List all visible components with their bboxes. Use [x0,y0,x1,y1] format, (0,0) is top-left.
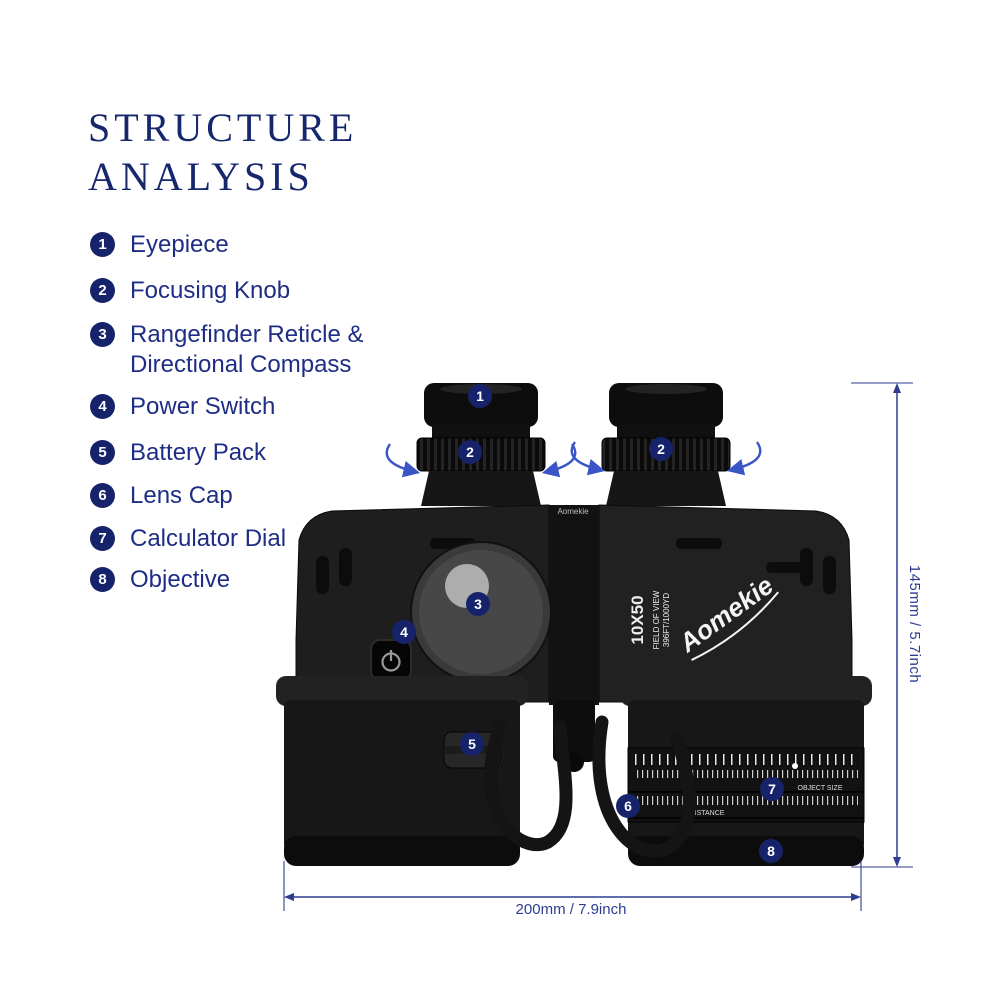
legend-label: Rangefinder Reticle & Directional Compas… [130,321,364,378]
callout-calculator-dial: 7 [760,777,784,801]
hinge-brand-text: Aomekie [557,507,589,516]
callout-battery-pack: 5 [460,732,484,756]
spec-fov-label-text: FIELD OF VIEW [652,590,661,649]
dimension-lines [283,382,913,911]
legend-item-battery-pack: 5 Battery Pack [90,438,266,468]
legend-label: Eyepiece [130,231,229,258]
right-objective-barrel: OBJECT SIZE DISTANCE [620,676,872,866]
calculator-dial: OBJECT SIZE DISTANCE [627,747,865,823]
callout-focusing-knob-left: 2 [458,440,482,464]
legend-badge: 6 [90,483,115,508]
callout-focusing-knob-right: 2 [649,437,673,461]
legend-label: Focusing Knob [130,277,291,304]
power-icon [381,650,401,672]
height-dimension-label: 145mm / 5.7inch [906,564,923,684]
legend-label: Lens Cap [130,482,233,509]
spec-text: 10X50 FIELD OF VIEW 396FT/1000YD [628,590,671,649]
legend-item-lens-cap: 6 Lens Cap [90,481,233,511]
legend-badge: 3 [90,322,115,347]
lens-cap-straps [484,715,696,858]
dial-object-size-label: OBJECT SIZE [798,785,843,792]
dial-index-dot [792,763,798,769]
legend-badge: 2 [90,278,115,303]
legend-item-rangefinder-compass: 3 Rangefinder Reticle & Directional Comp… [90,320,375,380]
legend-item-calculator-dial: 7 Calculator Dial [90,524,286,554]
legend-badge: 7 [90,526,115,551]
legend-item-objective: 8 Objective [90,565,230,595]
legend-item-focusing-knob: 2 Focusing Knob [90,276,290,306]
legend-badge: 4 [90,394,115,419]
page-title: STRUCTURE ANALYSIS [88,103,357,201]
page-title-line2: ANALYSIS [88,154,314,199]
power-switch [370,639,412,681]
callout-lens-cap: 6 [616,794,640,818]
legend-label: Calculator Dial [130,525,287,552]
legend-item-eyepiece: 1 Eyepiece [90,230,229,260]
width-dimension-label: 200mm / 7.9inch [515,901,627,918]
page-title-line1: STRUCTURE [88,105,358,150]
legend-label: Battery Pack [130,439,267,466]
legend-badge: 8 [90,567,115,592]
legend-badge: 5 [90,440,115,465]
callout-power-switch: 4 [392,620,416,644]
dial-distance-label: DISTANCE [690,810,725,817]
legend-badge: 1 [90,232,115,257]
legend-label: Power Switch [130,393,276,420]
spec-fov-value-text: 396FT/1000YD [662,593,671,647]
legend-label: Objective [130,566,231,593]
callout-eyepiece: 1 [468,384,492,408]
callout-compass: 3 [466,592,490,616]
callout-objective: 8 [759,839,783,863]
rotation-arrows [385,441,762,478]
legend-item-power-switch: 4 Power Switch [90,392,275,422]
spec-model-text: 10X50 [628,595,647,644]
